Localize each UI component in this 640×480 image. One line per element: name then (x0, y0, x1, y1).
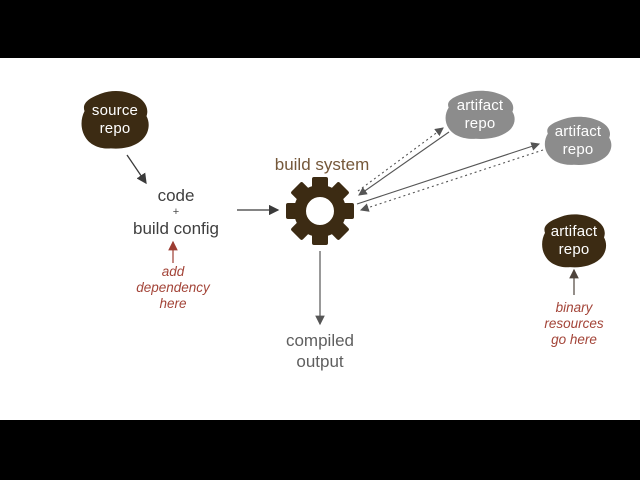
artifact-repo-2-cylinder-icon (544, 116, 612, 165)
diagram-stage: source repo artifact repo artifact repo … (0, 58, 640, 420)
arrow-solid-buildsystem-to-artifact2 (356, 142, 541, 205)
diagram-shapes (81, 90, 612, 326)
arrow-source-to-code (126, 154, 147, 185)
artifact-repo-3-cylinder-icon (542, 214, 607, 268)
artifact-repo-1-cylinder-icon (445, 90, 515, 139)
source-repo-cylinder-icon (81, 91, 149, 149)
arrow-solid-artifact1-to-buildsystem (358, 131, 450, 196)
arrow-dotted-artifact2-to-buildsystem (359, 149, 544, 212)
gear-icon (286, 177, 354, 245)
arrow-dotted-buildsystem-to-artifact1 (357, 127, 444, 192)
letterbox-bottom (0, 420, 640, 480)
letterbox-top (0, 0, 640, 58)
